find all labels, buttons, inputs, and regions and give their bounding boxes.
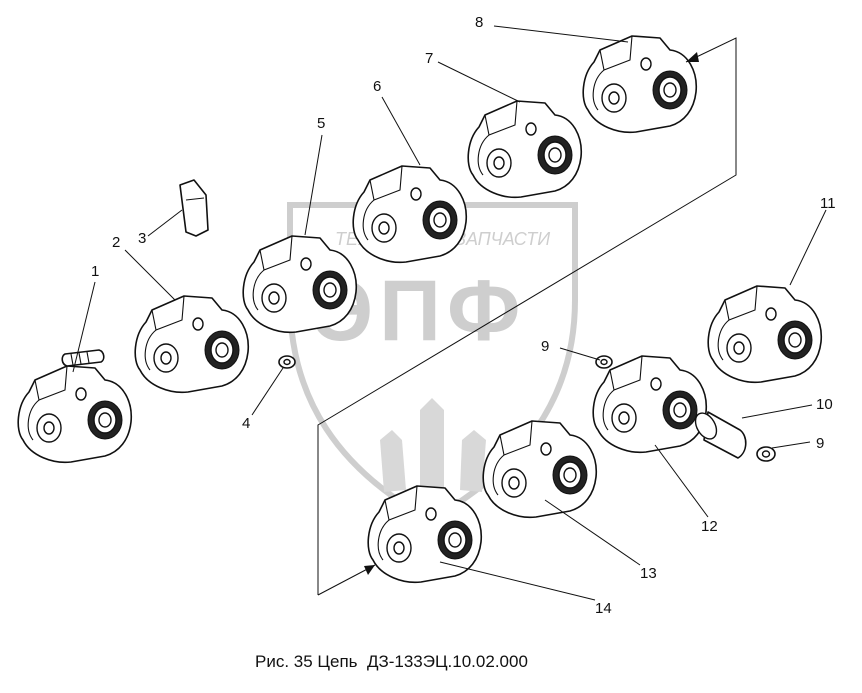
part-11-link <box>707 285 823 384</box>
part-13-link <box>482 420 598 519</box>
watermark-text-right: ЗАПЧАСТИ <box>455 229 550 249</box>
callout-7: 7 <box>425 50 433 67</box>
arrow-head-upper-icon <box>686 52 699 62</box>
callout-9-upper: 9 <box>541 338 549 355</box>
callout-10: 10 <box>816 396 833 413</box>
arrow-head-lower-icon <box>364 565 375 575</box>
callout-8: 8 <box>475 14 483 31</box>
callout-13: 13 <box>640 565 657 582</box>
part-9-ring-upper <box>595 355 613 369</box>
part-5-link <box>242 235 358 334</box>
callout-5: 5 <box>317 115 325 132</box>
part-2-link <box>134 295 250 394</box>
leader-lines <box>72 25 827 601</box>
watermark-wheat-icon <box>380 398 486 495</box>
callout-14: 14 <box>595 600 612 617</box>
callout-11: 11 <box>820 195 836 212</box>
callout-2: 2 <box>112 234 120 251</box>
part-12-link <box>592 355 708 454</box>
callout-labels: 1 2 3 4 5 6 7 8 9 9 10 11 12 13 14 <box>91 14 836 617</box>
part-10-pin <box>694 411 747 459</box>
callout-9-lower: 9 <box>816 435 824 452</box>
assembly-lines <box>317 37 737 596</box>
part-1-link <box>17 349 133 464</box>
callout-3: 3 <box>138 230 146 247</box>
part-6-link <box>352 165 468 264</box>
part-8-link <box>582 35 698 134</box>
part-4-ring <box>278 355 296 369</box>
figure-caption: Рис. 35 Цепь ДЗ-133ЭЦ.10.02.000 <box>255 652 528 671</box>
part-3-plate <box>179 179 209 237</box>
part-9-ring-lower <box>756 446 776 462</box>
callout-4: 4 <box>242 415 250 432</box>
callout-6: 6 <box>373 78 381 95</box>
callout-12: 12 <box>701 518 718 535</box>
part-7-link <box>467 100 583 199</box>
callout-1: 1 <box>91 263 99 280</box>
